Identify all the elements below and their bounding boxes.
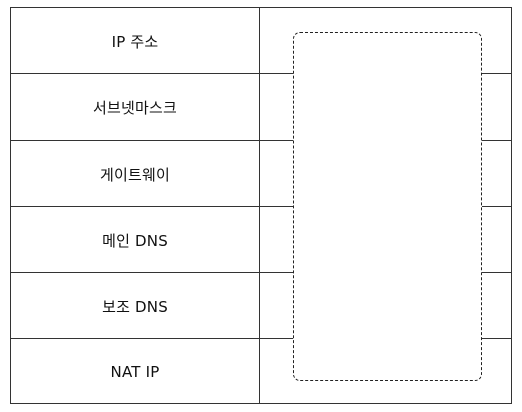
row-separator [482, 338, 511, 339]
row-label-ip-address: IP 주소 [111, 32, 159, 51]
network-settings-table: IP 주소 서브넷마스크 게이트웨이 메인 DNS 보조 DNS NAT IP [10, 7, 512, 404]
row-separator [482, 140, 511, 141]
row-separator [11, 338, 259, 339]
row-separator [482, 206, 511, 207]
row-separator [482, 73, 511, 74]
row-separator [260, 140, 293, 141]
row-label-main-dns: 메인 DNS [102, 231, 168, 250]
column-divider [259, 8, 260, 403]
row-separator [260, 272, 293, 273]
row-separator [482, 272, 511, 273]
row-separator [11, 272, 259, 273]
table-row-main-dns: 메인 DNS [11, 207, 511, 273]
row-separator [260, 73, 293, 74]
row-separator [260, 206, 293, 207]
table-row-subnet-mask: 서브넷마스크 [11, 74, 511, 140]
row-label-subnet-mask: 서브넷마스크 [92, 98, 177, 117]
row-separator [11, 206, 259, 207]
table-row-gateway: 게이트웨이 [11, 141, 511, 207]
table-row-ip-address: IP 주소 [11, 8, 511, 74]
table-row-secondary-dns: 보조 DNS [11, 273, 511, 339]
row-separator [11, 140, 259, 141]
row-label-secondary-dns: 보조 DNS [102, 297, 168, 316]
table-row-nat-ip: NAT IP [11, 339, 511, 405]
value-placeholder-box [293, 32, 482, 381]
row-separator [260, 338, 293, 339]
row-label-nat-ip: NAT IP [110, 363, 160, 381]
row-label-gateway: 게이트웨이 [99, 165, 170, 184]
row-separator [11, 73, 259, 74]
